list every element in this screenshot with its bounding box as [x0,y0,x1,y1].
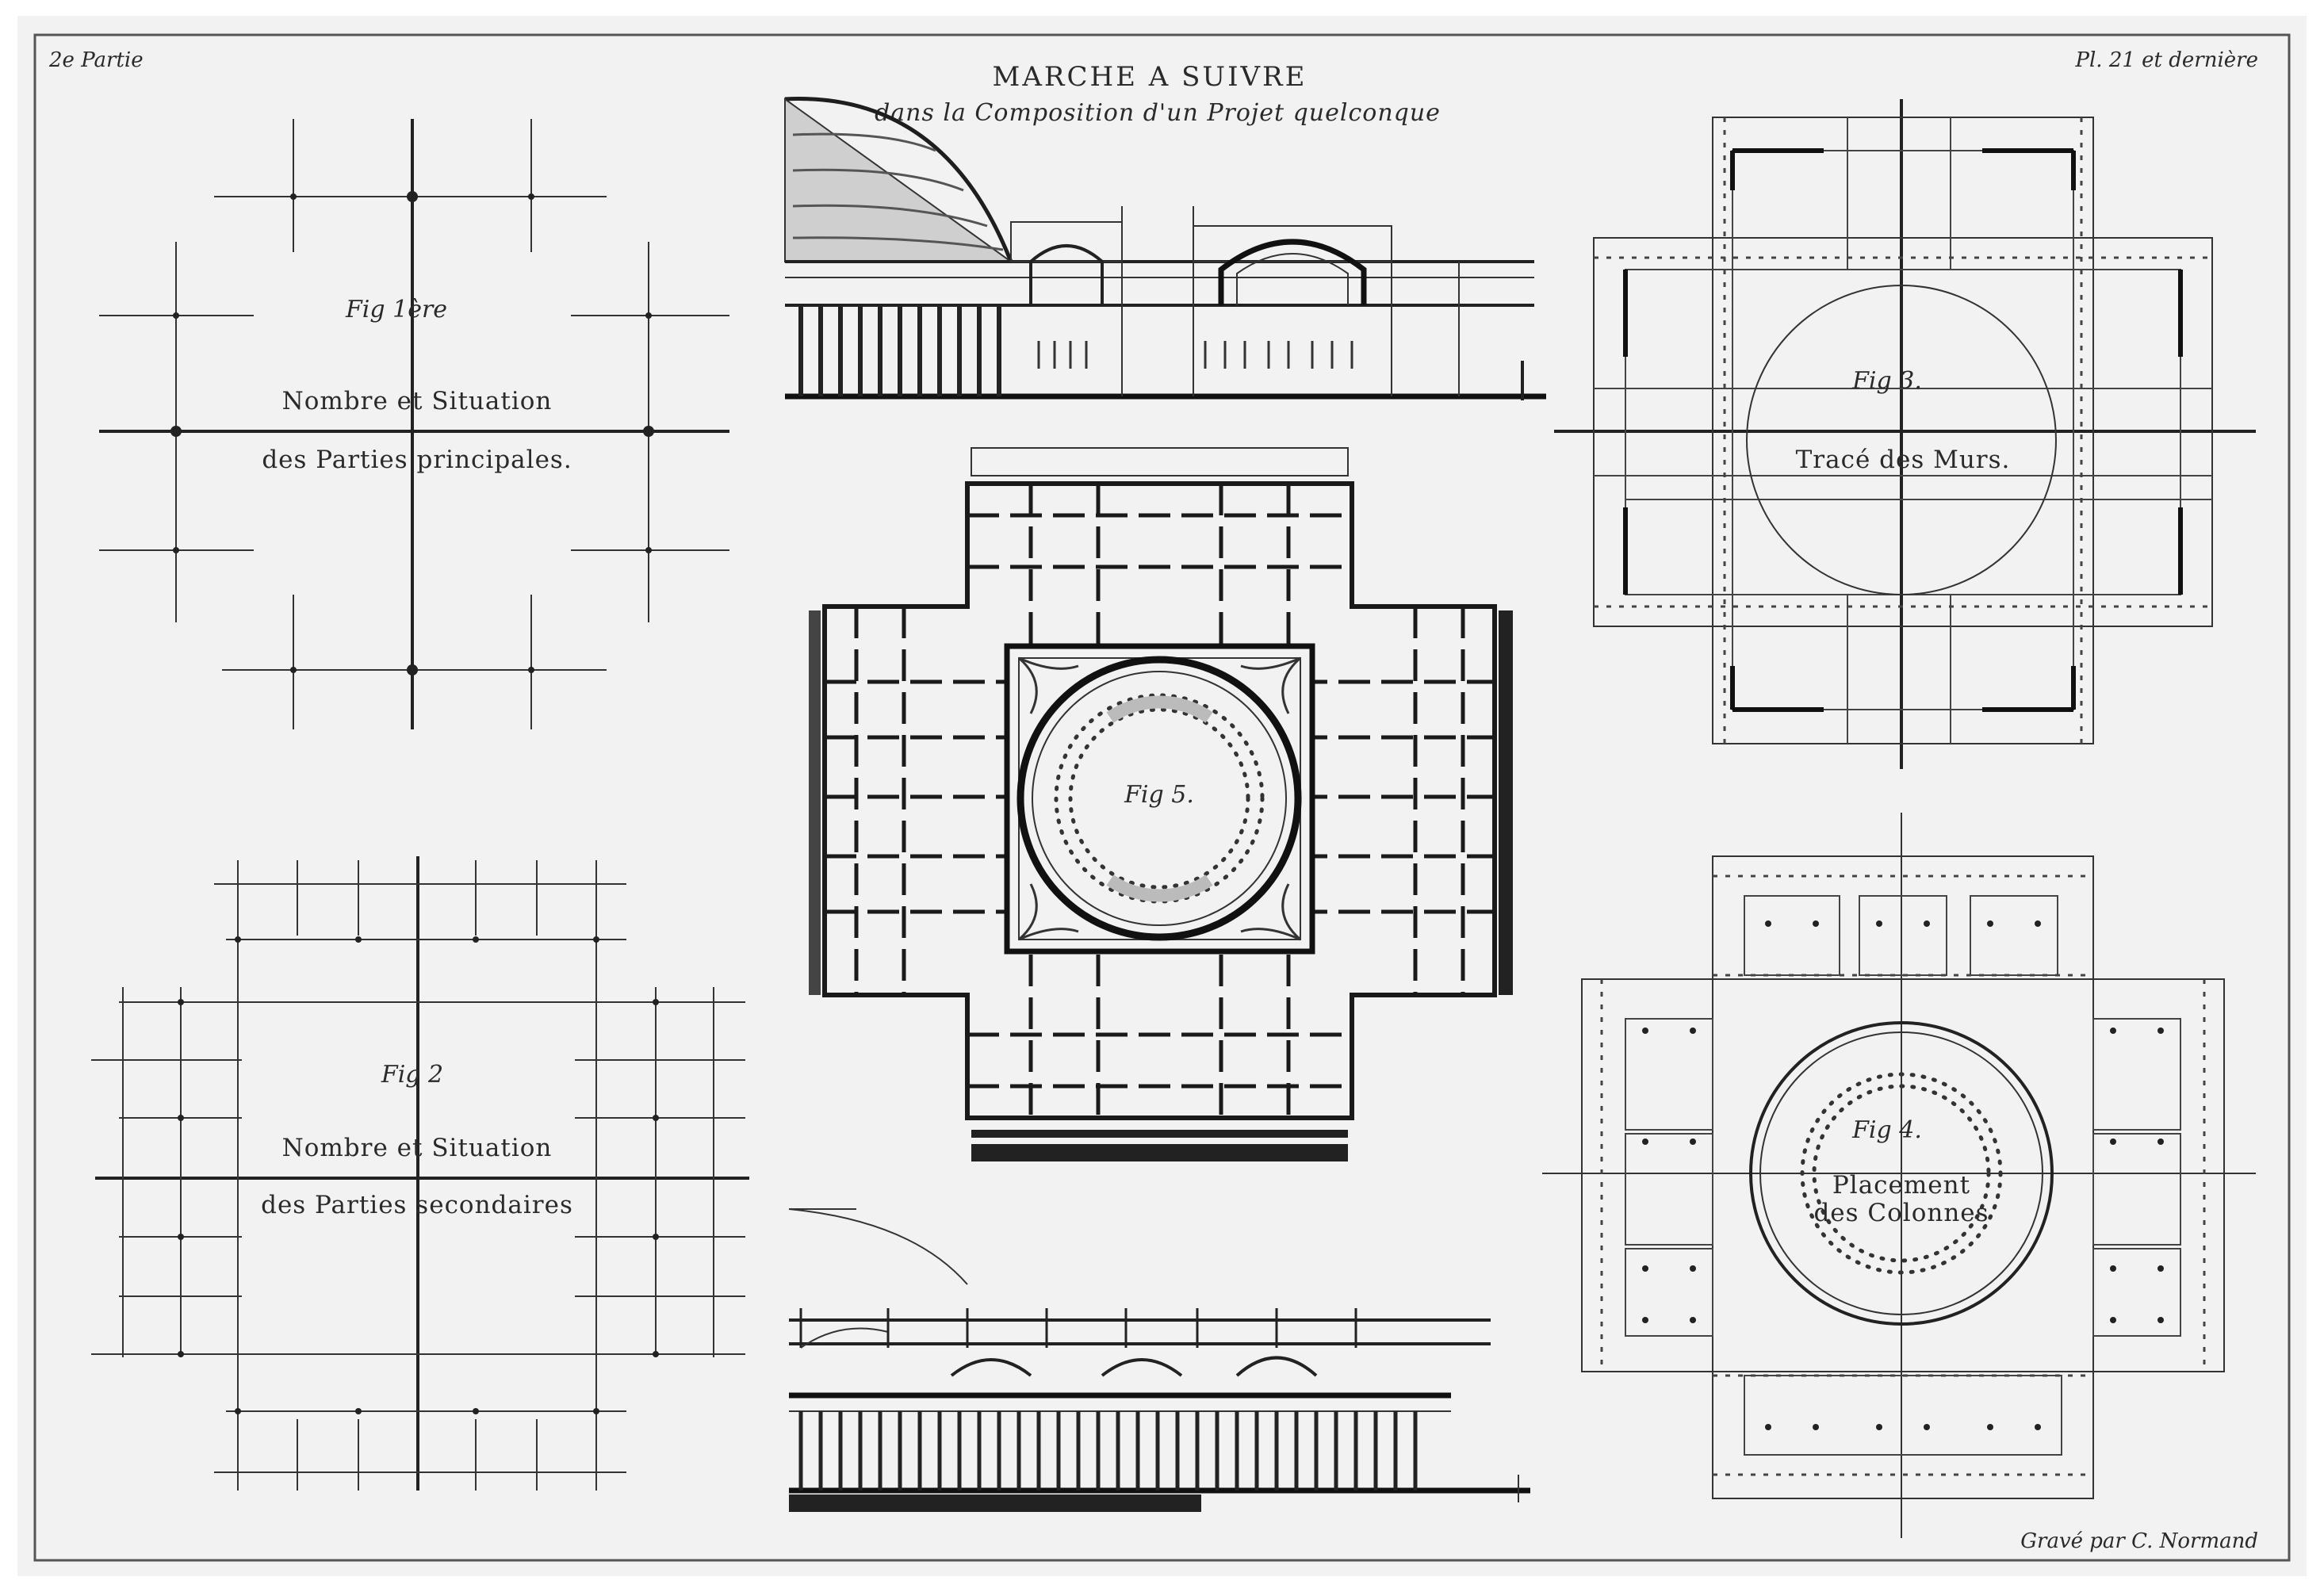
fig4-plan [1542,813,2256,1538]
plate-title: MARCHE A SUIVRE [993,61,1307,93]
fig5-label: Fig 5. [1124,781,1194,809]
plate-number: Pl. 21 et dernière [2074,48,2258,72]
fig2-caption-line2: des Parties secondaires [261,1191,573,1219]
part-label: 2e Partie [48,48,144,72]
elevation-bottom [788,1208,1530,1512]
engraver-credit: Gravé par C. Normand [2020,1529,2258,1553]
fig2-nodes [178,936,659,1414]
fig4-label: Fig 4. [1851,1116,1922,1144]
fig2-grid [91,856,749,1491]
fig1-caption-line2: des Parties principales. [262,446,572,474]
fig3-label: Fig 3. [1851,367,1922,395]
fig4-caption-line1: Placement [1832,1171,1970,1200]
plate-border [33,33,2291,1562]
fig1-grid [99,119,729,729]
fig3-caption: Tracé des Murs. [1796,446,2011,474]
fig1-label: Fig 1ère [345,296,447,323]
top-colonnade [798,305,1001,396]
fig2-label: Fig 2 [381,1061,443,1089]
fig1-caption-line1: Nombre et Situation [282,387,553,415]
section-elevation-top [784,97,1546,400]
fig1-nodes [170,191,654,675]
fig4-caption-line2: des Colonnes [1813,1199,1989,1227]
fig5-plan [809,447,1513,1161]
fig3-plan [1554,99,2256,769]
plate-subtitle: dans la Composition d'un Projet quelconq… [875,99,1441,127]
fig2-caption-line1: Nombre et Situation [282,1134,553,1162]
